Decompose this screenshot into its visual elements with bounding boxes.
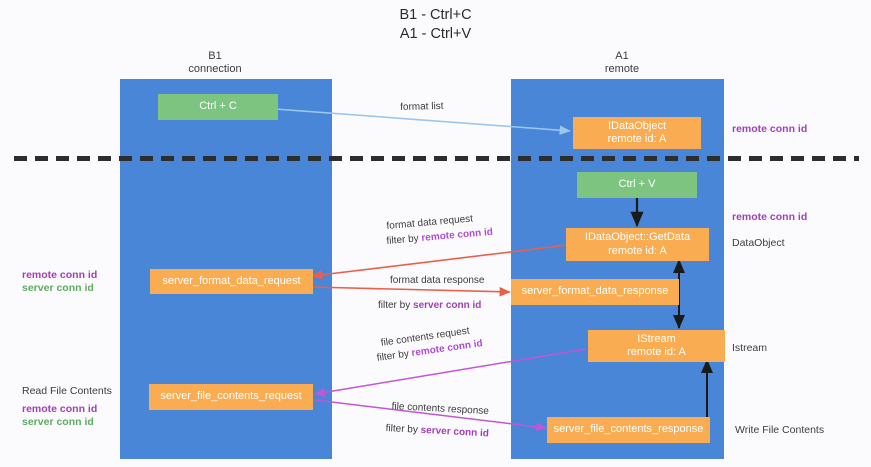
lane-header-b1: B1 connection — [188, 50, 242, 75]
box-server-file-contents-request-label: server_file_contents_request — [160, 390, 302, 403]
box-getdata-line1: IDataObject::GetData — [584, 231, 691, 243]
box-server-format-data-response[interactable]: server_format_data_response — [511, 279, 679, 305]
side-label-left-remote-conn-id: remote conn id — [22, 269, 98, 281]
box-istream-line1: IStream — [637, 332, 676, 345]
box-ctrl-c[interactable]: Ctrl + C — [158, 94, 278, 120]
box-server-file-contents-request[interactable]: server_file_contents_request — [149, 384, 313, 410]
side-label-left-remote-conn-id-2: remote conn id — [22, 403, 98, 415]
side-label-remote-conn-id-top: remote conn id — [732, 123, 808, 135]
box-ctrl-v-label: Ctrl + V — [618, 178, 656, 191]
phase-divider — [14, 156, 859, 161]
remote-conn-id-key: remote conn id — [420, 226, 494, 244]
box-server-format-data-request[interactable]: server_format_data_request — [150, 269, 313, 294]
side-label-left-server-conn-id: server conn id — [22, 282, 94, 294]
box-idataobject-line2: remote id: A — [607, 133, 667, 145]
side-label-write-file-contents: Write File Contents — [735, 424, 825, 436]
box-idataobject-line1: IDataObject — [607, 119, 667, 132]
box-getdata-line2: remote id: A — [608, 244, 667, 257]
box-server-format-data-request-label: server_format_data_request — [162, 274, 301, 287]
box-idataobject-getdata[interactable]: IDataObject::GetData remote id: A — [566, 228, 709, 261]
page-title: B1 - Ctrl+C A1 - Ctrl+V — [399, 7, 472, 42]
filter-by-text: filter by — [386, 232, 422, 247]
filter-by-text: filter by — [385, 422, 421, 436]
filter-by-text: filter by — [378, 300, 414, 311]
server-conn-id-key: server conn id — [413, 300, 482, 311]
arrow-label-format-data-response-line2: filter by server conn id — [378, 299, 481, 312]
box-ctrl-v[interactable]: Ctrl + V — [577, 172, 697, 198]
side-label-dataobject: DataObject — [732, 237, 785, 249]
lane-header-a1: A1 remote — [604, 50, 640, 75]
filter-by-text: filter by — [376, 348, 413, 364]
side-label-read-file-contents: Read File Contents — [22, 385, 112, 397]
box-istream-line2: remote id: A — [627, 346, 686, 358]
server-conn-id-key: server conn id — [420, 424, 490, 440]
box-server-format-data-response-label: server_format_data_response — [521, 285, 669, 298]
arrow-label-format-list: format list — [400, 100, 444, 113]
box-server-file-contents-response[interactable]: server_file_contents_response — [547, 417, 710, 443]
arrow-label-format-data-response-line1: format data response — [390, 275, 485, 286]
arrow-label-file-contents-response-line1: file contents response — [391, 400, 490, 418]
box-ctrl-c-label: Ctrl + C — [199, 100, 237, 113]
side-label-remote-conn-id-mid: remote conn id — [732, 211, 808, 223]
box-istream[interactable]: IStream remote id: A — [588, 330, 725, 362]
arrow-label-file-contents-response-line2: filter by server conn id — [385, 422, 489, 440]
box-server-file-contents-response-label: server_file_contents_response — [553, 423, 704, 436]
side-label-istream: Istream — [732, 342, 768, 354]
side-label-left-server-conn-id-2: server conn id — [22, 416, 94, 428]
box-idataobject[interactable]: IDataObject remote id: A — [573, 117, 701, 149]
